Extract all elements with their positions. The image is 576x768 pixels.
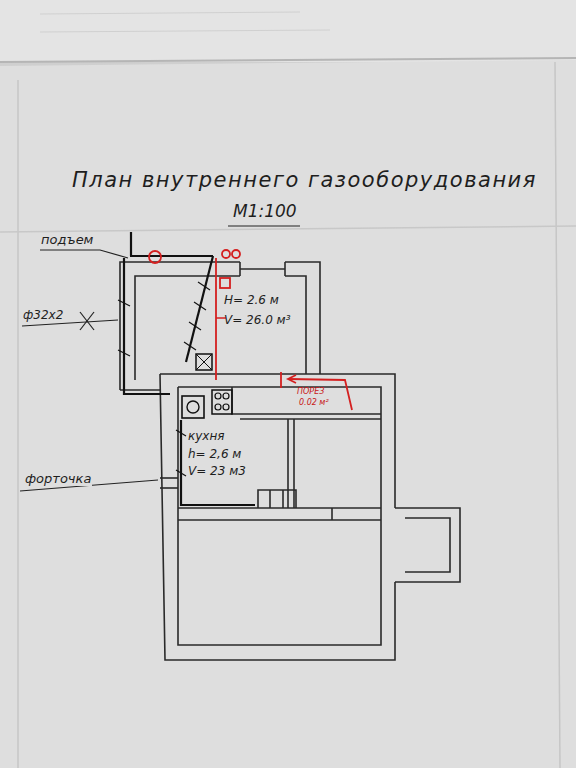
red-note: 0.02 м² xyxy=(298,399,330,408)
wall xyxy=(120,389,160,391)
faint-line xyxy=(40,12,300,14)
room-label: кухня xyxy=(188,430,225,443)
leader-line xyxy=(40,250,128,258)
burner xyxy=(215,404,221,410)
meter-symbol xyxy=(196,354,212,370)
cross-mark xyxy=(80,312,94,330)
partition xyxy=(178,507,381,509)
burner xyxy=(223,393,229,399)
sheet-fold xyxy=(555,62,560,768)
stairs xyxy=(258,490,296,508)
sheet-fold xyxy=(17,80,19,768)
faint-line xyxy=(40,30,330,32)
boiler-symbol xyxy=(187,401,199,413)
pipe-size: ф32х2 xyxy=(22,309,64,322)
pipe-mark xyxy=(184,342,196,350)
red-arrow xyxy=(289,379,352,410)
pipe-mark xyxy=(189,322,201,330)
red-arrowhead xyxy=(288,375,296,383)
pipe-mark xyxy=(176,470,186,476)
red-device xyxy=(220,278,230,288)
pipe-mark xyxy=(118,350,130,356)
kitchen-room: кухня h= 2,6 м V= 23 м3 xyxy=(186,428,284,486)
wall xyxy=(135,276,240,380)
wall xyxy=(120,262,240,390)
riser xyxy=(130,232,132,256)
wall xyxy=(160,374,395,508)
red-note: ПОРЕЗ xyxy=(296,388,325,397)
pipe-mark xyxy=(194,302,206,310)
gas-pipe xyxy=(181,420,255,505)
top-sheet xyxy=(0,0,576,62)
callout-label: форточка xyxy=(24,472,92,486)
cross-mark xyxy=(80,312,94,330)
room: H= 2.6 м V= 26.0 м³ xyxy=(222,290,304,360)
burner xyxy=(223,404,229,410)
partition xyxy=(240,418,381,420)
porch xyxy=(405,518,450,572)
room-label: h= 2,6 м xyxy=(188,448,241,461)
stairs xyxy=(269,490,271,508)
underline xyxy=(228,225,300,226)
red-cut xyxy=(280,372,282,388)
gas-pipe xyxy=(124,258,170,394)
gas-pipe xyxy=(130,255,213,257)
pipe-mark xyxy=(176,430,186,436)
window xyxy=(240,268,285,270)
sheet-fold xyxy=(0,226,576,232)
red-valve xyxy=(232,250,240,258)
boiler-symbol xyxy=(182,396,204,418)
red-valve xyxy=(222,250,230,258)
door xyxy=(331,508,333,520)
red-pipe xyxy=(215,258,217,380)
title: План внутреннего газооборудования xyxy=(72,168,537,192)
wall xyxy=(178,387,381,645)
window xyxy=(160,477,178,479)
stairs xyxy=(282,490,284,508)
burner xyxy=(215,393,221,399)
callout-label: подъем xyxy=(40,233,94,247)
meter-symbol xyxy=(196,354,212,370)
pipe-mark xyxy=(118,300,130,306)
scale: М1:100 xyxy=(232,202,298,221)
room-label: H= 2.6 м xyxy=(224,294,279,307)
porch xyxy=(395,508,460,582)
room-label: V= 26.0 м³ xyxy=(224,314,290,327)
partition xyxy=(293,419,295,508)
wall xyxy=(160,374,395,660)
red-valve xyxy=(149,251,161,263)
meter-symbol xyxy=(196,354,212,370)
room-label: V= 23 м3 xyxy=(188,465,246,478)
pipe-mark xyxy=(198,282,210,290)
partition xyxy=(178,519,381,521)
window xyxy=(160,487,178,489)
main-sheet xyxy=(0,60,576,768)
stove-symbol xyxy=(212,390,232,414)
partition xyxy=(232,387,381,414)
partition xyxy=(287,419,289,508)
